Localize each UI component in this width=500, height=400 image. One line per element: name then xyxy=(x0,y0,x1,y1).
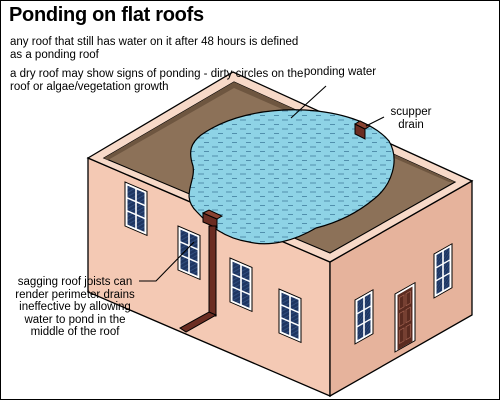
door xyxy=(394,281,416,353)
ponding-definition-note: any roof that still has water on it afte… xyxy=(10,36,299,61)
scupper-drain-leader xyxy=(365,116,385,127)
window xyxy=(354,288,374,345)
window xyxy=(433,242,453,299)
window xyxy=(229,257,253,313)
scupper-drain xyxy=(353,120,372,140)
dry-roof-signs-note: a dry roof may show signs of ponding - d… xyxy=(10,68,304,93)
ponding-water-leader xyxy=(290,85,327,119)
ponding-water-label: ponding water xyxy=(303,66,377,78)
scupper-drain-label: scupper drain xyxy=(390,106,432,131)
parapet-inner-back xyxy=(104,82,234,160)
ponding-water xyxy=(188,109,395,245)
sagging-joists-label: sagging roof joists can render perimeter… xyxy=(15,276,135,338)
downspout xyxy=(179,209,224,333)
sagging-joists-leader xyxy=(139,241,195,282)
window xyxy=(124,181,148,237)
window xyxy=(177,225,201,281)
diagram-title: Ponding on flat roofs xyxy=(9,4,204,26)
window xyxy=(278,288,302,344)
